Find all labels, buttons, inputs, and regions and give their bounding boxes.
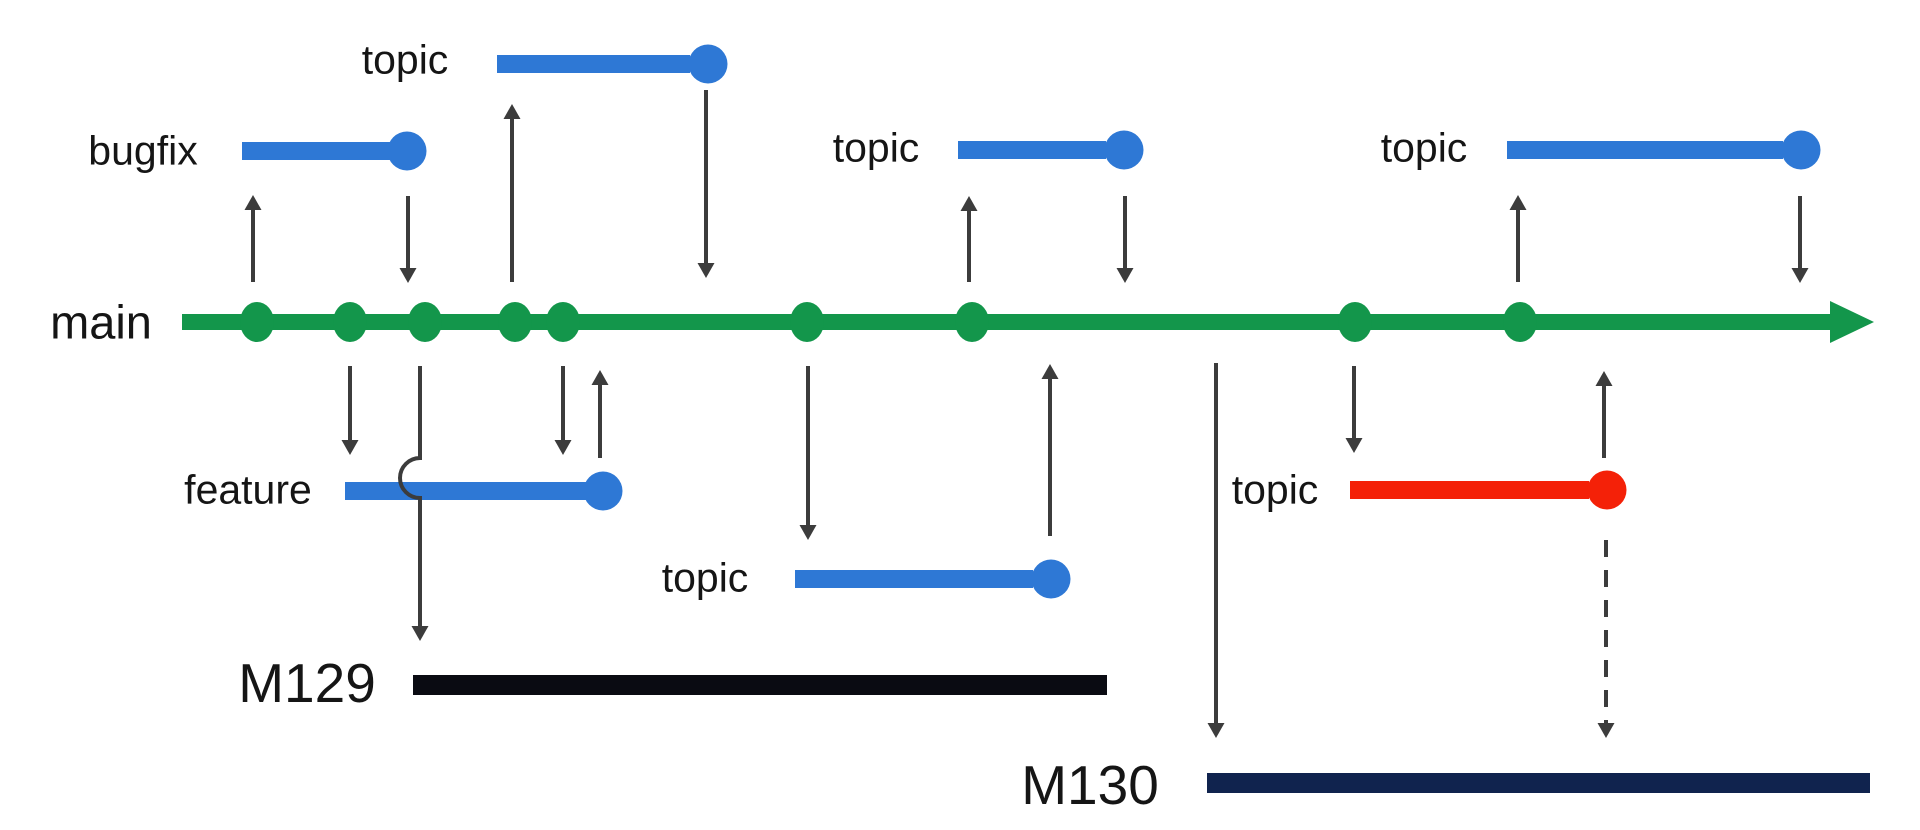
arrowhead-icon-m129-branch: [411, 626, 429, 641]
arrowhead-icon-main-into-feature: [554, 440, 572, 455]
commit-dot-1: [240, 302, 274, 342]
branch-label-main: main: [50, 295, 152, 349]
commit-dot-3: [408, 302, 442, 342]
branch-head-dot-topic-hotfix: [1587, 470, 1627, 510]
branch-label-topic-top-left: topic: [361, 36, 449, 83]
arrow-line-m129-branch: [398, 366, 422, 626]
main-line: [182, 314, 1832, 330]
branch-line-feature: [345, 482, 586, 500]
branch-label-topic-bottom-middle: topic: [661, 554, 749, 601]
arrowhead-icon-m130-drop: [1207, 723, 1225, 738]
release-label-m129: M129: [238, 652, 376, 714]
branch-label-topic-hotfix: topic: [1231, 466, 1319, 513]
arrowhead-icon-topic-top-right-branch: [1509, 195, 1527, 210]
branch-label-feature: feature: [184, 466, 312, 513]
branch-line-topic-bottom-middle: [795, 570, 1033, 588]
arrowhead-icon-bugfix-merge: [399, 268, 417, 283]
arrowhead-icon-topic-hotfix-merge: [1595, 371, 1613, 386]
commit-dot-6: [790, 302, 824, 342]
branch-label-topic-top-right: topic: [1380, 124, 1468, 171]
branch-head-dot-topic-top-right: [1781, 130, 1821, 170]
commit-dot-4: [498, 302, 532, 342]
arrowhead-icon-topic-top-right-merge: [1791, 268, 1809, 283]
release-label-m130: M130: [1021, 754, 1159, 816]
main-arrowhead-icon: [1830, 301, 1874, 343]
branch-label-bugfix: bugfix: [88, 127, 198, 174]
arrowhead-icon-topic-bottom-middle-branch: [799, 525, 817, 540]
branch-line-topic-top-middle: [958, 141, 1106, 159]
branch-head-dot-feature: [583, 471, 623, 511]
branch-line-topic-top-right: [1507, 141, 1783, 159]
branch-line-topic-top-left: [497, 55, 690, 73]
arrowhead-icon-topic-bottom-middle-merge: [1041, 364, 1059, 379]
arrowhead-icon-topic-top-middle-branch: [960, 196, 978, 211]
arrowhead-icon-hotfix-to-m130: [1597, 723, 1615, 738]
commit-dot-7: [955, 302, 989, 342]
arrowhead-icon-bugfix-branch: [244, 195, 262, 210]
arrowhead-icon-topic-top-left-merge: [697, 263, 715, 278]
branch-line-topic-hotfix: [1350, 481, 1589, 499]
arrowhead-icon-topic-hotfix-branch: [1345, 438, 1363, 453]
branch-head-dot-topic-top-middle: [1104, 130, 1144, 170]
release-bar-m130: [1207, 773, 1870, 793]
arrowhead-icon-feature-branch: [341, 440, 359, 455]
branch-head-dot-bugfix: [387, 131, 427, 171]
branch-line-bugfix: [242, 142, 390, 160]
arrowhead-icon-feature-merge: [591, 370, 609, 385]
commit-dot-2: [333, 302, 367, 342]
branch-head-dot-topic-top-left: [688, 44, 728, 84]
commit-dot-5: [546, 302, 580, 342]
release-bar-m129: [413, 675, 1107, 695]
branch-head-dot-topic-bottom-middle: [1031, 559, 1071, 599]
branch-label-topic-top-middle: topic: [832, 124, 920, 171]
commit-dot-9: [1503, 302, 1537, 342]
arrowhead-icon-topic-top-middle-merge: [1116, 268, 1134, 283]
commit-dot-8: [1338, 302, 1372, 342]
arrowhead-icon-topic-top-left-branch: [503, 104, 521, 119]
